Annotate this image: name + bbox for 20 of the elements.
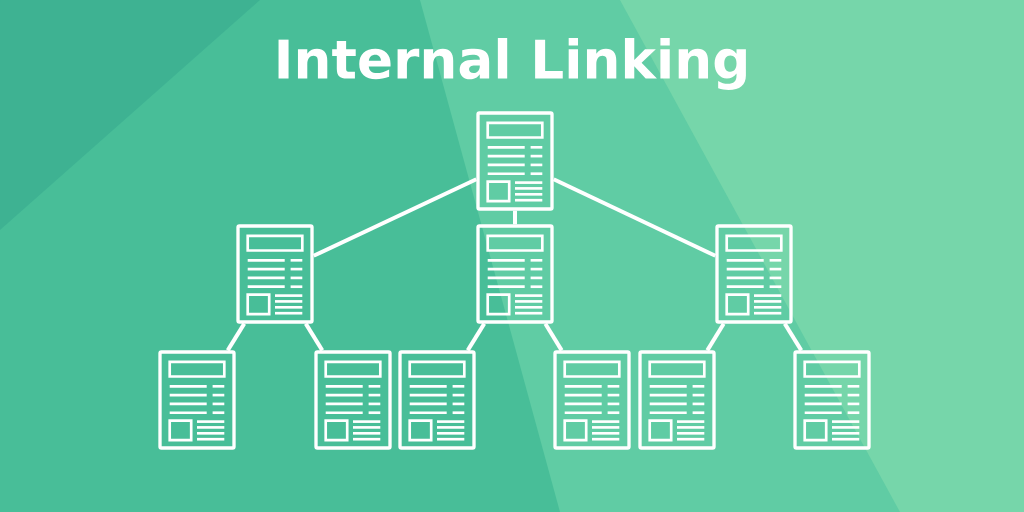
connector-line	[543, 322, 564, 352]
page-icon	[158, 350, 236, 450]
page-icon	[793, 350, 871, 450]
connector-line	[705, 322, 726, 352]
connector-line	[466, 322, 486, 352]
page-icon	[638, 350, 716, 450]
connector-line	[552, 177, 717, 258]
page-icon	[398, 350, 476, 450]
connector-line	[312, 177, 478, 258]
connector-line	[304, 322, 324, 352]
connector-line	[226, 322, 246, 352]
page-icon	[553, 350, 631, 450]
page-icon	[236, 224, 314, 324]
page-icon	[314, 350, 392, 450]
page-icon	[715, 224, 793, 324]
connector-line	[783, 322, 803, 352]
connector-line	[513, 210, 517, 225]
page-icon	[476, 224, 554, 324]
title: Internal Linking	[278, 38, 746, 90]
page-icon	[476, 111, 554, 211]
